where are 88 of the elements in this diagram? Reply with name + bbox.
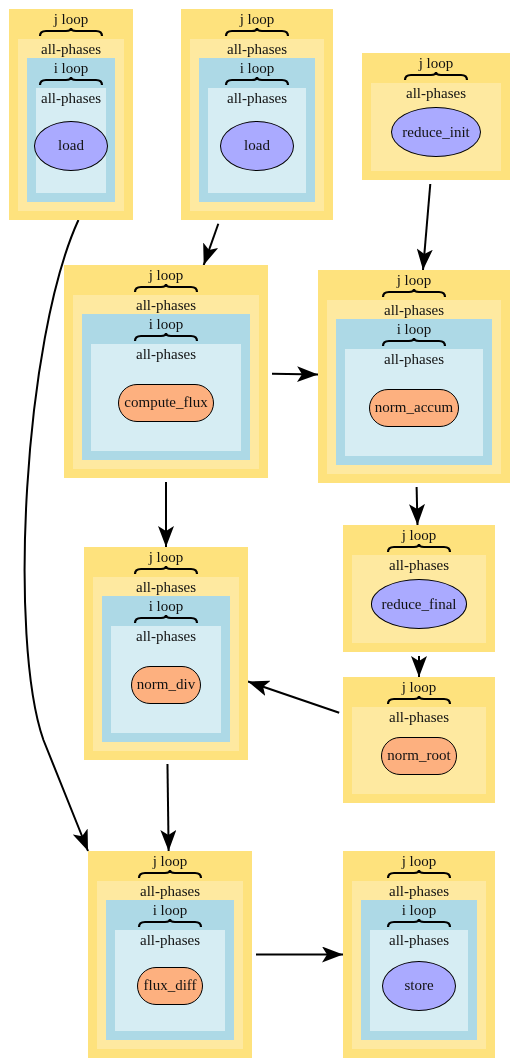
task-pill: norm_accum <box>368 388 460 427</box>
cluster-label: all-phases <box>389 709 449 726</box>
cluster-label: all-phases <box>136 297 196 314</box>
cluster-label: j loop <box>396 272 432 289</box>
phase-cluster <box>190 39 324 211</box>
phase-cluster <box>352 707 486 794</box>
cluster-label: i loop <box>239 60 275 77</box>
cluster-label: j loop <box>401 853 437 870</box>
arrow <box>271 366 319 383</box>
phase-cluster <box>18 39 124 211</box>
cluster-label: all-phases <box>384 351 444 368</box>
loop-cluster <box>102 596 230 742</box>
loop-cluster <box>343 851 495 1058</box>
loop-cluster <box>336 319 492 465</box>
cluster-label: i loop <box>401 902 437 919</box>
cluster-label: all-phases <box>227 41 287 58</box>
loop-cluster <box>361 900 477 1040</box>
arrow <box>158 481 174 548</box>
task-pill: norm_div <box>130 665 202 704</box>
arrow <box>247 680 341 714</box>
cluster-label: j loop <box>401 527 437 544</box>
loop-cluster <box>9 9 133 220</box>
cluster-label: all-phases <box>41 41 101 58</box>
arrow <box>255 946 344 963</box>
cluster-label: j loop <box>401 679 437 696</box>
loop-cluster <box>27 58 115 202</box>
cluster-label: all-phases <box>384 302 444 319</box>
cluster-label: all-phases <box>136 628 196 645</box>
arrow <box>160 763 177 852</box>
cluster-label: j loop <box>152 853 188 870</box>
task-ellipse: load <box>34 120 108 171</box>
cluster-label: i loop <box>152 902 188 919</box>
loop-cluster <box>88 851 252 1058</box>
cluster-label: i loop <box>396 321 432 338</box>
task-pill: norm_root <box>381 736 457 775</box>
phase-cluster <box>115 930 225 1031</box>
task-ellipse: reduce_init <box>391 107 481 157</box>
loop-cluster <box>343 677 495 803</box>
loop-cluster <box>362 53 510 180</box>
arrow <box>409 486 425 526</box>
cluster-label: j loop <box>239 11 275 28</box>
arrow <box>411 655 427 678</box>
cluster-label: all-phases <box>389 883 449 900</box>
task-pill: flux_diff <box>137 966 203 1005</box>
cluster-label: j loop <box>53 11 89 28</box>
cluster-label: all-phases <box>140 883 200 900</box>
cluster-label: j loop <box>148 549 184 566</box>
cluster-label: all-phases <box>227 90 287 107</box>
arrow <box>202 222 220 266</box>
cluster-label: i loop <box>148 316 184 333</box>
loop-cluster <box>82 314 250 460</box>
phase-cluster <box>73 295 259 469</box>
phase-cluster <box>371 83 501 171</box>
cluster-label: i loop <box>148 598 184 615</box>
cluster-label: all-phases <box>389 932 449 949</box>
cluster-label: all-phases <box>406 85 466 102</box>
phase-cluster <box>93 577 239 751</box>
arrow <box>23 219 89 852</box>
loop-cluster <box>64 265 268 478</box>
cluster-label: j loop <box>418 55 454 72</box>
phase-cluster <box>91 344 241 451</box>
task-ellipse: reduce_final <box>370 579 468 629</box>
cluster-label: i loop <box>53 60 89 77</box>
cluster-label: all-phases <box>136 346 196 363</box>
phase-cluster <box>97 881 243 1049</box>
task-pill: compute_flux <box>118 383 214 422</box>
cluster-label: all-phases <box>140 932 200 949</box>
cluster-label: all-phases <box>136 579 196 596</box>
phase-cluster <box>352 881 486 1049</box>
arrow <box>416 183 433 271</box>
phase-cluster <box>111 626 221 733</box>
loop-cluster <box>106 900 234 1040</box>
phase-cluster <box>327 300 501 474</box>
phase-cluster <box>345 349 483 456</box>
loop-cluster <box>181 9 333 220</box>
cluster-label: all-phases <box>41 90 101 107</box>
phase-cluster <box>36 88 106 193</box>
loop-cluster <box>318 270 510 483</box>
phase-cluster <box>208 88 306 193</box>
loop-cluster <box>84 547 248 760</box>
task-ellipse: load <box>220 120 294 171</box>
cluster-label: all-phases <box>389 557 449 574</box>
phase-cluster <box>352 555 486 643</box>
loop-cluster <box>199 58 315 202</box>
task-ellipse: store <box>382 960 456 1011</box>
loop-cluster <box>343 525 495 652</box>
phase-cluster <box>370 930 468 1031</box>
cluster-label: j loop <box>148 267 184 284</box>
